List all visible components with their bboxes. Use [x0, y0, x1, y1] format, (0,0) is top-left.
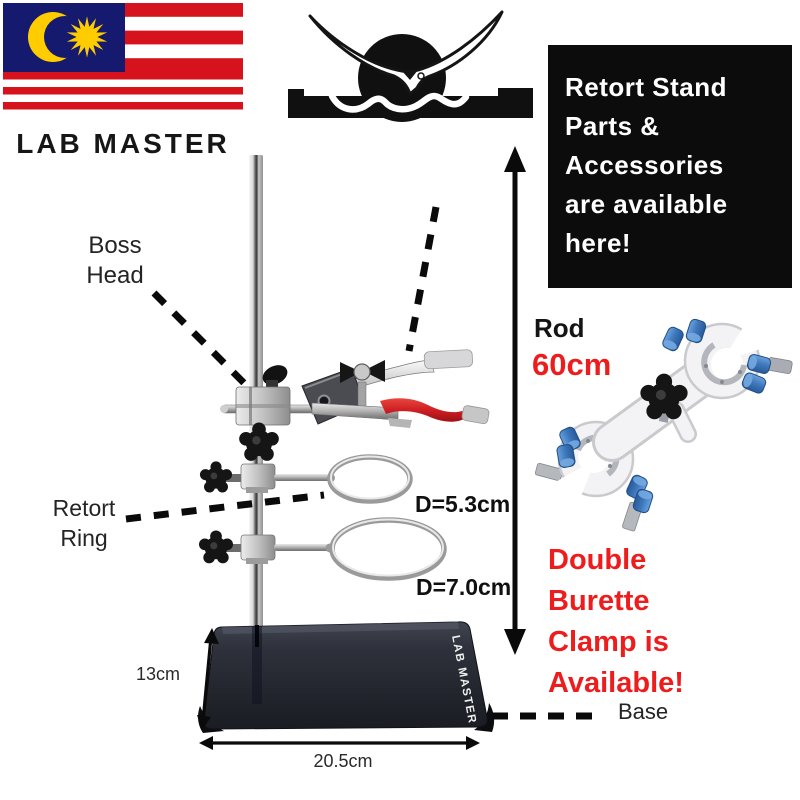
- malaysia-flag-icon: [3, 3, 243, 117]
- promo-line: Parts &: [565, 111, 660, 141]
- base-label: Base: [618, 699, 669, 724]
- seagull-sun-waves-logo-icon: [288, 10, 533, 122]
- clamp-red-grip: [380, 398, 468, 422]
- label-line: Head: [86, 262, 144, 289]
- retort-stand: LAB MASTER: [198, 155, 495, 733]
- note-line: Burette: [548, 585, 650, 617]
- large-ring-diameter-label: D=7.0cm: [416, 574, 512, 600]
- small-ring-diameter-label: D=5.3cm: [415, 491, 511, 517]
- double-burette-clamp: [534, 313, 793, 532]
- promo-line: are available: [565, 189, 728, 219]
- annotation-lines: [125, 146, 604, 750]
- base-width-arrow: [199, 736, 480, 750]
- retort-ring-callout-line: [125, 491, 325, 523]
- boss-head-knob: [239, 422, 279, 461]
- extension-clamp: [301, 349, 490, 428]
- note-line: Available!: [548, 667, 684, 699]
- promo-line: here!: [565, 228, 632, 258]
- retort-ring-label: Retort Ring: [33, 493, 135, 553]
- fourteen-point-star-icon: [66, 16, 108, 58]
- note-line: Double: [548, 544, 647, 576]
- boss-head-callout-line: [151, 290, 253, 392]
- burette-clamp-note: Double Burette Clamp is Available!: [548, 540, 684, 704]
- base-depth-arrow: [197, 628, 219, 730]
- clamp-callout-line: [405, 206, 440, 352]
- brand-name: LAB MASTER: [16, 128, 230, 159]
- rod-height-arrow: [504, 146, 526, 655]
- retort-ring-small: [199, 454, 413, 504]
- boss-head: [235, 365, 291, 461]
- base-depth-label: 13cm: [135, 664, 180, 684]
- promo-line: Retort Stand: [565, 72, 727, 102]
- boss-head-label: Boss Head: [62, 231, 168, 291]
- retort-ring-large: [198, 517, 447, 581]
- label-line: Retort: [52, 495, 116, 521]
- label-line: Boss: [88, 232, 142, 259]
- wing-nut-icon: [340, 360, 385, 383]
- promo-line: Accessories: [565, 150, 724, 180]
- rod-length-value: 60cm: [532, 347, 612, 382]
- rod-label: Rod: [534, 313, 585, 343]
- base-width-label: 20.5cm: [313, 751, 373, 771]
- promo-box: Retort Stand Parts & Accessories are ava…: [548, 45, 792, 288]
- stand-base: LAB MASTER: [198, 621, 495, 733]
- label-line: Ring: [60, 525, 108, 551]
- note-line: Clamp is: [548, 626, 669, 658]
